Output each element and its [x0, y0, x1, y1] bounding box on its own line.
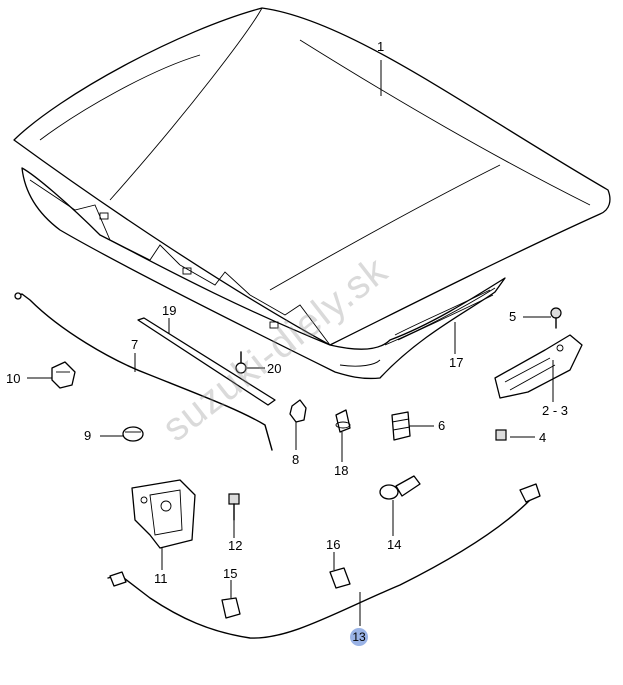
callout-17: 17	[449, 355, 464, 370]
leader-lines	[27, 60, 554, 626]
callout-2-3: 2 - 3	[542, 403, 569, 418]
hinge-bolt	[550, 307, 562, 329]
stay-bar	[137, 317, 276, 406]
callout-5: 5	[509, 309, 517, 324]
hood-lock	[131, 479, 196, 549]
callout-8: 8	[292, 452, 300, 467]
lock-screw	[228, 493, 240, 521]
callout-12: 12	[228, 538, 243, 553]
cable-clip-upper	[329, 567, 351, 589]
callout-13: 13	[350, 628, 368, 646]
rod-clip	[51, 361, 76, 389]
callout-16: 16	[326, 537, 341, 552]
callout-7: 7	[131, 337, 139, 352]
callout-20: 20	[267, 361, 282, 376]
callout-1: 1	[377, 39, 385, 54]
cushion	[391, 411, 411, 441]
hood-bumper	[122, 426, 144, 442]
callout-4: 4	[539, 430, 547, 445]
bar-screw	[235, 351, 247, 374]
lock-bolt	[379, 475, 421, 500]
callout-11: 11	[154, 571, 168, 586]
grommet	[335, 409, 351, 433]
rod-clamp	[289, 399, 307, 423]
callout-10: 10	[6, 371, 21, 386]
callout-18: 18	[334, 463, 349, 478]
hood-inner-frame	[21, 167, 506, 380]
support-rod	[14, 292, 273, 451]
seal-strip	[394, 289, 494, 341]
hood-panel	[13, 7, 611, 346]
release-cable	[107, 483, 541, 639]
callout-9: 9	[84, 428, 92, 443]
callout-14: 14	[387, 537, 402, 552]
hood-hinge	[494, 334, 583, 399]
callout-19: 19	[162, 303, 177, 318]
callout-6: 6	[438, 418, 446, 433]
cable-clip-lower	[221, 597, 241, 619]
hinge-nut	[495, 429, 507, 441]
callout-15: 15	[223, 566, 238, 581]
